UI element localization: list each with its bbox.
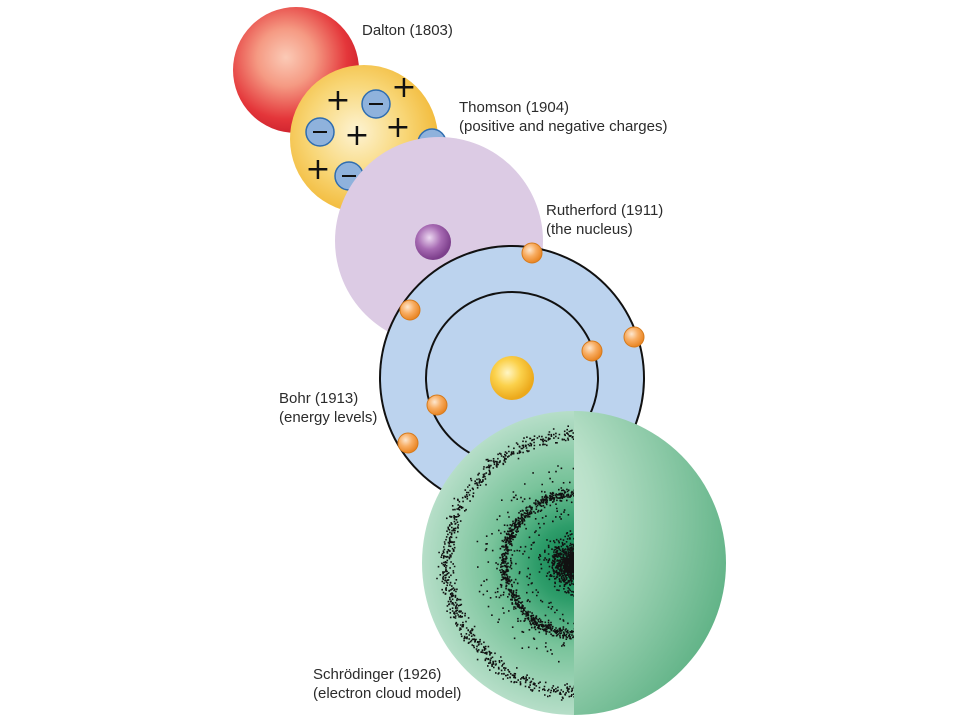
negative-charge-0 [361, 89, 391, 119]
schrodinger-title: Schrödinger (1926) [313, 666, 442, 683]
cloud-dots-path [436, 425, 574, 701]
positive-charge-3: + [385, 110, 410, 145]
rutherford-subtitle: (the nucleus) [546, 221, 633, 238]
bohr-electron-0 [521, 242, 543, 264]
thomson-title: Thomson (1904) [459, 99, 570, 116]
rutherford-title: Rutherford (1911) [546, 202, 664, 219]
bohr-title: Bohr (1913) [279, 390, 359, 407]
positive-charge-0: + [325, 83, 350, 118]
rutherford-nucleus [415, 224, 451, 260]
schrodinger-atom [422, 411, 726, 715]
bohr-electron-1 [399, 299, 421, 321]
dalton-label: Dalton (1803) [362, 21, 453, 40]
negative-charge-1 [305, 117, 335, 147]
bohr-electron-4 [426, 394, 448, 416]
thomson-subtitle: (positive and negative charges) [459, 118, 668, 135]
cloud-left-half [422, 411, 574, 715]
thomson-label: Thomson (1904) (positive and negative ch… [459, 98, 667, 136]
schrodinger-label: Schrödinger (1926) (electron cloud model… [313, 665, 461, 703]
cloud-right-half [574, 411, 726, 715]
positive-charge-2: + [344, 118, 369, 153]
bohr-electrons [397, 242, 645, 454]
schrodinger-subtitle: (electron cloud model) [313, 685, 462, 702]
bohr-label: Bohr (1913) (energy levels) [279, 389, 377, 427]
bohr-electron-5 [397, 432, 419, 454]
rutherford-label: Rutherford (1911) (the nucleus) [546, 201, 663, 239]
bohr-subtitle: (energy levels) [279, 409, 378, 426]
dalton-title: Dalton (1803) [362, 22, 453, 39]
positive-charge-1: + [391, 70, 416, 105]
bohr-nucleus [490, 356, 534, 400]
electron-cloud-dots [436, 425, 574, 701]
positive-charge-4: + [305, 152, 330, 187]
bohr-electron-3 [581, 340, 603, 362]
bohr-electron-2 [623, 326, 645, 348]
